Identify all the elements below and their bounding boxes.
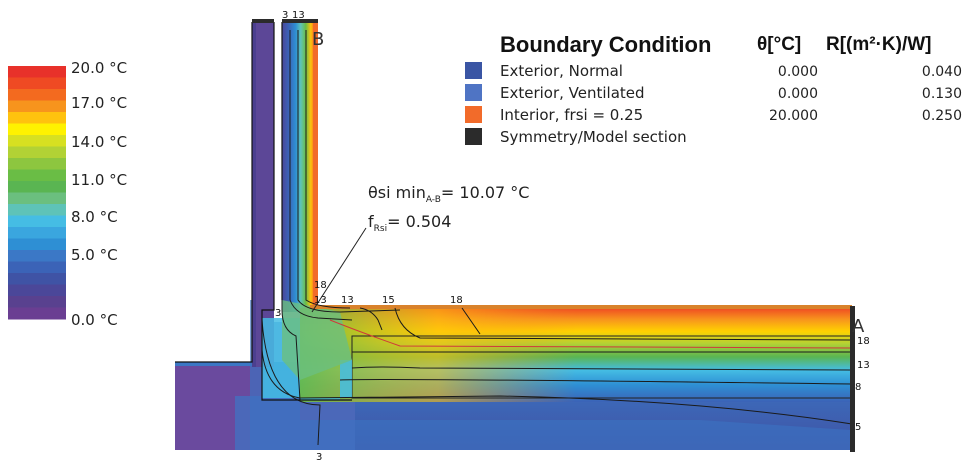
legend-label: 8.0 °C xyxy=(71,208,118,226)
symmetry-boundary-top-right xyxy=(282,19,318,23)
legend-swatch xyxy=(8,192,66,205)
corner-green-zone xyxy=(282,300,352,380)
boundary-theta: 0.000 xyxy=(778,64,818,80)
boundary-r-value: 0.130 xyxy=(922,86,962,102)
red-isotherm xyxy=(329,319,853,349)
boundary-table-title: Boundary Condition xyxy=(500,32,711,57)
theta-min-annotation: θsi minA-B= 10.07 °C xyxy=(368,183,529,205)
legend-swatch xyxy=(8,238,66,251)
legend-swatch xyxy=(8,89,66,101)
boundary-name: Exterior, Ventilated xyxy=(500,84,645,102)
isotherm-label-corner-15: 15 xyxy=(382,295,395,306)
legend-swatch xyxy=(8,227,66,239)
isotherm-label-right-13: 13 xyxy=(857,360,870,371)
legend-swatch xyxy=(8,100,66,113)
legend-swatch xyxy=(8,169,66,182)
legend-swatch xyxy=(8,261,66,274)
ground-gradient-overlay xyxy=(250,300,850,450)
isotherm-label-left-3: 3 xyxy=(275,308,281,319)
isotherm-label-corner-18: 18 xyxy=(314,280,327,291)
legend-swatch xyxy=(8,181,66,193)
floor-slab-corner-cool xyxy=(300,308,852,402)
exterior-ventilated-wall xyxy=(252,22,274,367)
isotherm-label-bottom-3: 3 xyxy=(316,452,322,463)
point-label-b: B xyxy=(312,29,324,50)
legend-swatch xyxy=(8,66,66,78)
boundary-swatch xyxy=(465,106,482,123)
frsi-annotation: fRsi= 0.504 xyxy=(368,212,451,234)
legend-label: 5.0 °C xyxy=(71,246,118,264)
isotherm-lines xyxy=(261,30,853,446)
isotherm-label-group: 3 13 18 13 13 15 18 3 3 18 13 8 5 xyxy=(275,10,870,463)
legend-label: 11.0 °C xyxy=(71,171,127,189)
boundary-name: Symmetry/Model section xyxy=(500,128,687,146)
isotherm-label-top-3: 3 xyxy=(282,10,288,21)
legend-swatch xyxy=(8,77,66,90)
isotherm-label-right-8: 8 xyxy=(855,382,861,393)
legend-swatch xyxy=(8,158,66,170)
legend-swatch xyxy=(8,204,66,216)
inner-wall-layers xyxy=(282,22,316,312)
isotherm-label-right-5: 5 xyxy=(855,422,861,433)
boundary-name: Exterior, Normal xyxy=(500,62,623,80)
temperature-legend: 20.0 °C 17.0 °C 14.0 °C 11.0 °C 8.0 °C 5.0 °C… xyxy=(8,59,127,329)
theta-min-leader-line xyxy=(311,227,367,313)
thermal-model xyxy=(175,19,855,452)
symmetry-boundary-top-left xyxy=(252,19,274,23)
boundary-r-value: 0.040 xyxy=(922,64,962,80)
legend-swatch xyxy=(8,123,66,136)
boundary-swatch xyxy=(465,62,482,79)
boundary-swatch xyxy=(465,128,482,145)
inner-wall-interior-face xyxy=(313,22,318,312)
legend-swatch xyxy=(8,215,66,228)
legend-label: 0.0 °C xyxy=(71,311,118,329)
legend-swatch xyxy=(8,307,66,320)
result-annotations: θsi minA-B= 10.07 °C fRsi= 0.504 xyxy=(368,183,529,234)
isotherm-label-corner-13b: 13 xyxy=(341,295,354,306)
legend-label: 17.0 °C xyxy=(71,94,127,112)
model-outlines xyxy=(175,22,352,401)
isotherm-label-corner-18b: 18 xyxy=(450,295,463,306)
boundary-theta: 0.000 xyxy=(778,86,818,102)
boundary-name: Interior, frsi = 0.25 xyxy=(500,106,643,124)
legend-swatch xyxy=(8,146,66,159)
point-label-a: A xyxy=(852,316,865,337)
interior-floor-boundary xyxy=(310,305,852,309)
boundary-swatch xyxy=(465,84,482,101)
legend-swatch xyxy=(8,284,66,297)
boundary-condition-table: Boundary Condition θ[°C] R[(m²·K)/W] Ext… xyxy=(465,32,962,146)
isotherm-label-top-13: 13 xyxy=(292,10,305,21)
legend-swatch xyxy=(8,273,66,285)
legend-swatch xyxy=(8,296,66,308)
isotherm-label-corner-13a: 13 xyxy=(314,295,327,306)
isotherm-label-right-18: 18 xyxy=(857,336,870,347)
boundary-r-value: 0.250 xyxy=(922,108,962,124)
legend-label: 14.0 °C xyxy=(71,133,127,151)
symmetry-boundary-right xyxy=(850,306,855,452)
boundary-theta: 20.000 xyxy=(769,108,818,124)
legend-swatch xyxy=(8,250,66,262)
boundary-table-r-header: R[(m²·K)/W] xyxy=(826,34,932,55)
legend-swatch xyxy=(8,112,66,124)
legend-swatch xyxy=(8,135,66,147)
exterior-wall-edge xyxy=(252,22,256,367)
boundary-table-theta-header: θ[°C] xyxy=(757,34,801,55)
legend-label: 20.0 °C xyxy=(71,59,127,77)
wall-cavity xyxy=(274,22,282,322)
